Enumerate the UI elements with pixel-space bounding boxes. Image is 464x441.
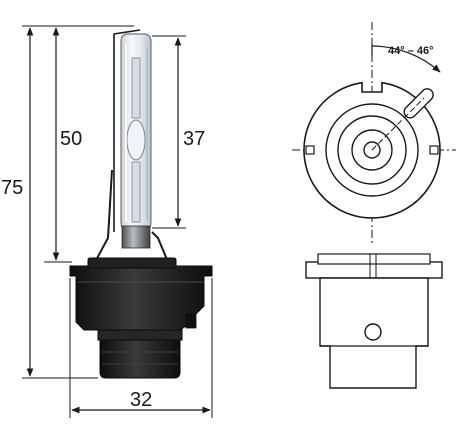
front-view: 44° – 46° (292, 22, 456, 246)
upper-electrode (131, 57, 141, 119)
support-wire-left (94, 169, 113, 263)
label-base-width-32: 32 (130, 389, 152, 411)
connector-plug (99, 339, 181, 379)
inner-ring-2 (337, 115, 407, 185)
inner-ring-3 (351, 129, 393, 171)
arc-chamber (126, 119, 146, 161)
dimension-lines (22, 25, 213, 418)
return-wire (113, 29, 141, 232)
lower-electrode (131, 161, 141, 223)
inner-ring-1 (325, 103, 419, 197)
center-hole (363, 141, 381, 159)
angle-arc (371, 45, 441, 73)
side-window (364, 323, 382, 341)
label-capsule-37: 37 (183, 128, 205, 150)
label-total-height: 75 (1, 177, 23, 199)
support-wire-right (151, 231, 169, 263)
metal-collar (121, 225, 151, 249)
xenon-bulb (69, 29, 213, 379)
connector-ring (97, 329, 183, 341)
angle-label: 44° – 46° (388, 45, 434, 57)
label-height-50: 50 (60, 128, 82, 150)
angle-ray (371, 97, 425, 151)
side-view (305, 253, 443, 389)
dimension-labels: 75 50 37 32 (0, 124, 210, 411)
